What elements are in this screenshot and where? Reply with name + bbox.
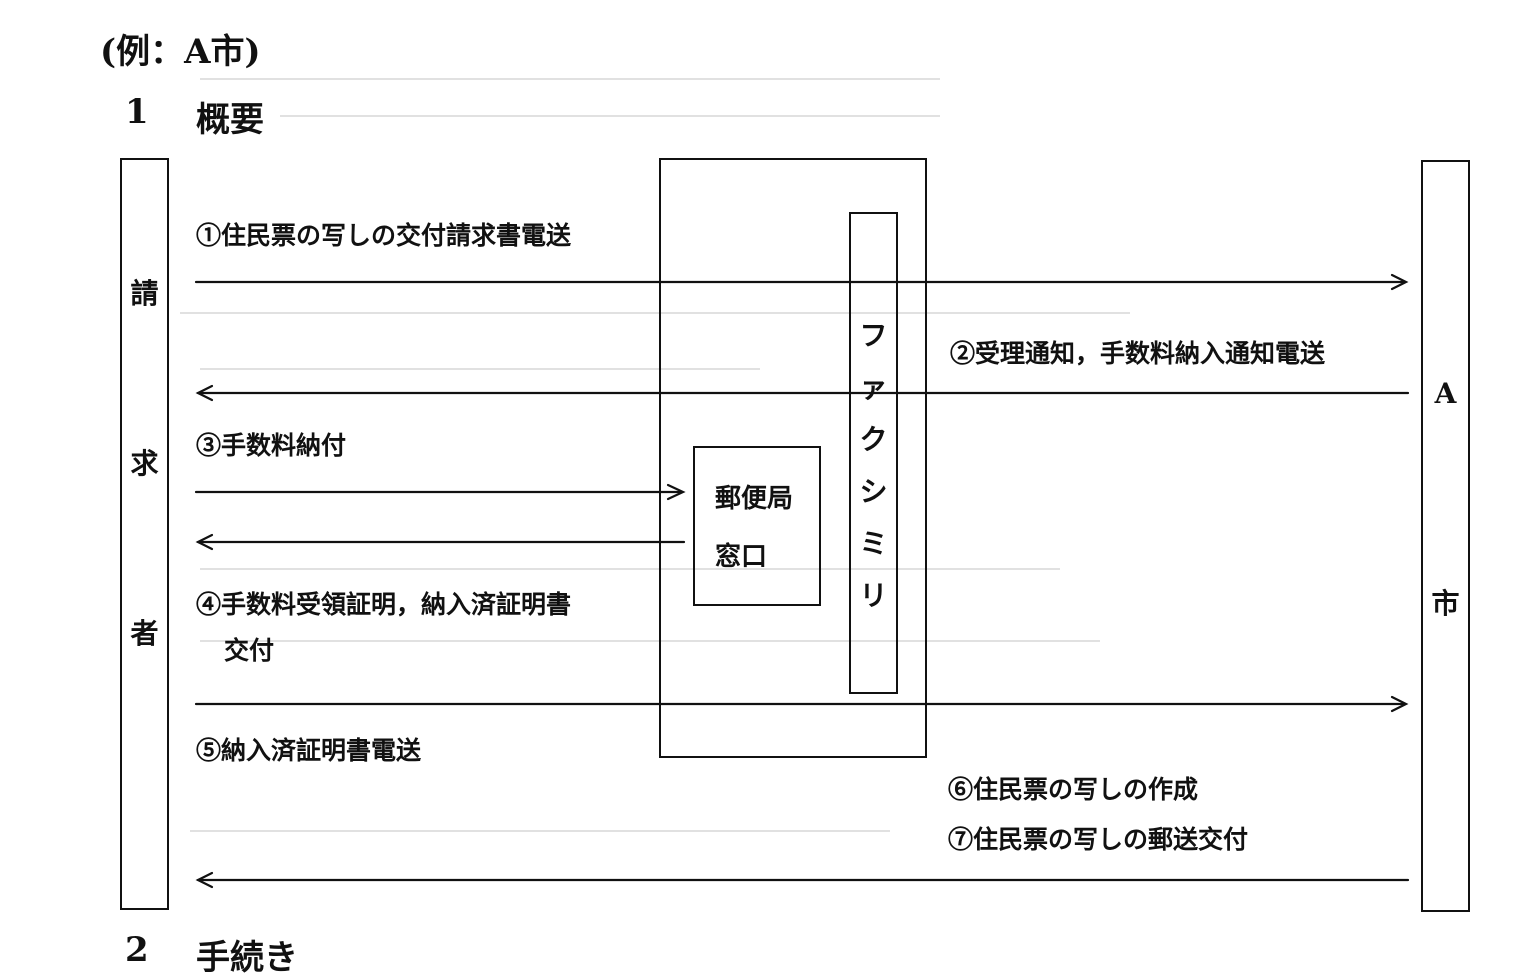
next-section-number: 2 — [125, 930, 149, 970]
arrow-head — [1390, 695, 1409, 713]
arrow-head — [195, 871, 214, 889]
section-number: 1 — [125, 92, 149, 132]
step5-label: ⑤納入済証明書電送 — [196, 736, 422, 765]
requester-box: 請 求 者 — [120, 158, 169, 910]
step3-label: ③手数料納付 — [196, 431, 347, 460]
city-char: A — [1434, 377, 1457, 410]
step7-label: ⑦住民票の写しの郵送交付 — [948, 825, 1249, 854]
step4-label-cont: 交付 — [224, 636, 275, 665]
intermediary-box — [659, 158, 927, 758]
step2-label: ②受理通知，手数料納入通知電送 — [950, 339, 1326, 368]
fax-char: リ — [859, 579, 888, 612]
fax-char: シ — [859, 475, 888, 508]
arrow-head — [195, 384, 214, 402]
step6-label: ⑥住民票の写しの作成 — [948, 775, 1199, 804]
example-label: (例：A市) — [100, 32, 261, 72]
arrow-head — [195, 533, 214, 551]
scan-noise — [180, 312, 1130, 314]
scan-noise — [200, 368, 760, 370]
scan-noise — [200, 78, 940, 80]
fax-char: フ — [859, 319, 888, 352]
section-title: 概要 — [196, 100, 264, 140]
fax-char: ミ — [859, 527, 888, 560]
fax-box: フ ァ ク シ ミ リ — [849, 212, 898, 694]
arrow-head — [1390, 273, 1409, 291]
scan-noise — [280, 115, 940, 117]
step4-label: ④手数料受領証明，納入済証明書 — [196, 590, 572, 619]
step1-label: ①住民票の写しの交付請求書電送 — [196, 221, 572, 250]
scan-noise — [190, 830, 890, 832]
city-box: A 市 — [1421, 160, 1470, 912]
next-section-title: 手続き — [196, 938, 298, 978]
scan-noise — [200, 640, 1100, 642]
requester-char: 者 — [130, 617, 159, 650]
flow-arrows — [194, 273, 1410, 889]
post-office-box: 郵便局 窓口 — [693, 446, 821, 606]
arrow-head — [666, 483, 686, 501]
post-office-label: 郵便局 — [715, 484, 794, 514]
post-office-window-label: 窓口 — [715, 542, 768, 572]
requester-char: 求 — [130, 447, 159, 480]
requester-char: 請 — [130, 277, 159, 310]
fax-char: ク — [859, 423, 888, 456]
city-char: 市 — [1431, 587, 1460, 620]
fax-char: ァ — [859, 371, 888, 404]
scan-noise — [200, 568, 1060, 570]
